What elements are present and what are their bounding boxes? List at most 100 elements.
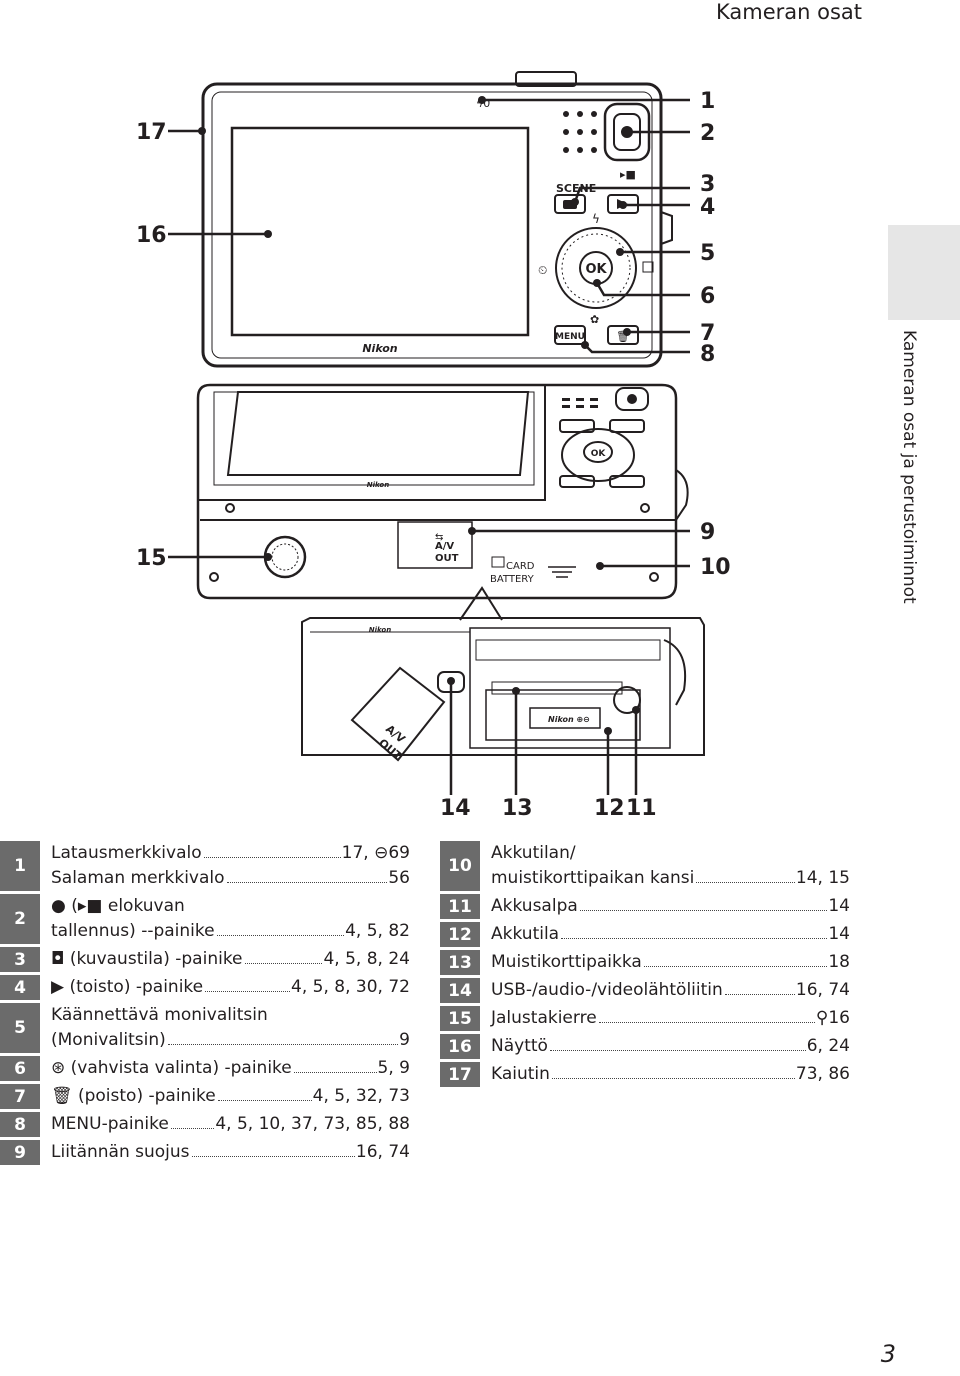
- legend-number: 6: [0, 1056, 40, 1081]
- legend-label: ⊛ (vahvista valinta) -painike: [51, 1058, 292, 1078]
- legend-page-ref: 16, 74: [795, 980, 850, 1000]
- legend-number: 17: [440, 1062, 480, 1087]
- card-label: CARD: [506, 561, 535, 572]
- legend-line: Jalustakierre⚲16: [491, 1006, 850, 1031]
- callout-12: 12: [594, 796, 625, 821]
- legend-number: 10: [440, 841, 480, 891]
- legend-number: 15: [440, 1006, 480, 1031]
- side-tab-label: Kameran osat ja perustoiminnot: [899, 330, 919, 604]
- legend-number: 8: [0, 1112, 40, 1137]
- leader-dots: [191, 1156, 355, 1157]
- ok-label: OK: [585, 262, 607, 277]
- leader-dots: [170, 1128, 215, 1129]
- legend-label: USB-/audio-/videolähtöliitin: [491, 980, 723, 1000]
- svg-text:Nikon: Nikon: [367, 481, 389, 489]
- leader-dots: [551, 1078, 795, 1079]
- callout-1: 1: [700, 89, 715, 114]
- callout-5: 5: [700, 241, 715, 266]
- callout-17: 17: [136, 120, 167, 145]
- svg-text:OK: OK: [591, 449, 607, 459]
- legend-number: 4: [0, 975, 40, 1000]
- svg-text:Nikon ⊕⊖: Nikon ⊕⊖: [548, 715, 590, 724]
- av-out-label-2: OUT: [435, 553, 459, 564]
- camera-battery-chamber-view: Nikon Nikon ⊕⊖ A/V OUT: [301, 617, 705, 763]
- callout-16: 16: [136, 223, 167, 248]
- legend-page-ref: 4, 5, 8, 30, 72: [291, 977, 410, 997]
- leader-dots: [216, 935, 345, 936]
- legend-label: MENU-painike: [51, 1114, 169, 1134]
- legend-line: ⊛ (vahvista valinta) -painike 5, 9: [51, 1056, 410, 1081]
- legend-number: 5: [0, 1003, 40, 1053]
- legend-number: 14: [440, 978, 480, 1003]
- callout-15: 15: [136, 546, 167, 571]
- svg-text:▸■: ▸■: [620, 168, 636, 181]
- leader-dots: [203, 857, 341, 858]
- leader-dots: [724, 994, 795, 995]
- legend-number: 1: [0, 841, 40, 891]
- battery-label: BATTERY: [490, 574, 535, 585]
- legend-label: Näyttö: [491, 1036, 548, 1056]
- legend-label: Akkutila: [491, 924, 560, 944]
- side-tab: [888, 225, 960, 320]
- legend-number: 2: [0, 894, 40, 944]
- callout-10: 10: [700, 555, 731, 580]
- svg-text:⏲: ⏲: [538, 263, 547, 277]
- legend-label: ● (▸■ elokuvan: [51, 896, 185, 916]
- legend-number: 13: [440, 950, 480, 975]
- legend-page-ref: 4, 5, 82: [345, 921, 410, 941]
- leader-dots: [198, 96, 640, 735]
- legend-row: 6 ⊛ (vahvista valinta) -painike 5, 9: [0, 1056, 410, 1081]
- legend-page-ref: 5, 9: [377, 1058, 410, 1078]
- callout-9: 9: [700, 520, 715, 545]
- legend-label: 🗑 (poisto) -painike: [51, 1086, 216, 1106]
- leader-dots: [167, 1044, 399, 1045]
- legend-label: Kaiutin: [491, 1064, 550, 1084]
- legend-label: Akkusalpa: [491, 896, 578, 916]
- legend-page-ref: 17, ⊖69: [341, 843, 410, 863]
- callout-2: 2: [700, 121, 715, 146]
- legend-number: 7: [0, 1084, 40, 1109]
- legend-number: 3: [0, 947, 40, 972]
- leader-dots: [217, 1100, 312, 1101]
- callout-13: 13: [502, 796, 533, 821]
- leader-dots: [549, 1050, 806, 1051]
- leader-dots: [226, 882, 388, 883]
- legend-label: Liitännän suojus: [51, 1142, 190, 1162]
- leader-dots: [244, 963, 323, 964]
- legend-number: 16: [440, 1034, 480, 1059]
- legend-row: 14 USB-/audio-/videolähtöliitin 16, 74: [440, 978, 850, 1003]
- camera-bottom-view: Nikon OK ⇆ A/V OUT CARD BATTERY: [196, 383, 689, 621]
- section-title: Kameran osat: [715, 0, 862, 24]
- legend-page-ref: ⚲16: [815, 1008, 850, 1028]
- callout-14: 14: [440, 796, 471, 821]
- svg-text:✿: ✿: [590, 313, 599, 326]
- leader-dots: [643, 966, 828, 967]
- legend-page-ref: 16, 74: [355, 1142, 410, 1162]
- page-number: 3: [880, 1340, 896, 1368]
- legend-line: USB-/audio-/videolähtöliitin 16, 74: [491, 978, 850, 1003]
- legend-page-ref: 56: [388, 868, 410, 888]
